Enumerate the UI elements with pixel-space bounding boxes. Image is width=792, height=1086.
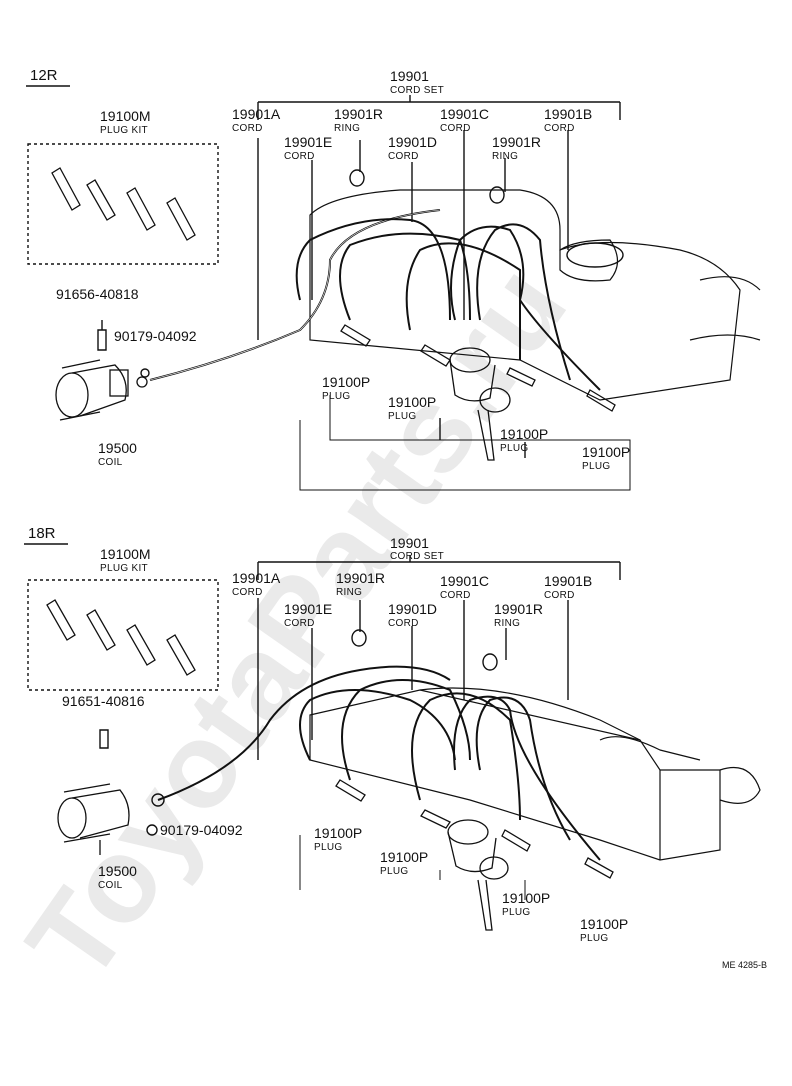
cord-e-text-12r: CORD (284, 151, 315, 162)
coil-num-12r: 19500 (98, 440, 137, 456)
cord-set-text-18r: CORD SET (390, 551, 444, 562)
ring2-text-12r: RING (492, 151, 518, 162)
cord-e-num-18r: 19901E (284, 601, 332, 617)
plug3-num-18r: 19100P (502, 890, 550, 906)
nut-num-18r: 90179-04092 (160, 822, 243, 838)
coil-text-12r: COIL (98, 457, 123, 468)
coil-num-18r: 19500 (98, 863, 137, 879)
section-title-12r: 12R (30, 67, 58, 84)
cord-c-num-18r: 19901C (440, 573, 489, 589)
plug1-text-12r: PLUG (322, 391, 350, 402)
section-12r-labels: 19901 CORD SET 19901A CORD 19901R RING 1… (56, 68, 630, 472)
plug2-text-12r: PLUG (388, 411, 416, 422)
cord-d-text-18r: CORD (388, 618, 419, 629)
plug-kit-text-18r: PLUG KIT (100, 563, 148, 574)
cord-set-num-12r: 19901 (390, 68, 429, 84)
section-18r: 18R (24, 525, 761, 931)
cord-a-text-12r: CORD (232, 123, 263, 134)
cord-b-text-12r: CORD (544, 123, 575, 134)
plug1-num-18r: 19100P (314, 825, 362, 841)
ring1-num-12r: 19901R (334, 106, 383, 122)
cord-d-num-18r: 19901D (388, 601, 437, 617)
cord-c-text-12r: CORD (440, 123, 471, 134)
cord-a-num-18r: 19901A (232, 570, 281, 586)
cord-set-num-18r: 19901 (390, 535, 429, 551)
plug-kit-num-12r: 19100M (100, 108, 151, 124)
plug4-text-12r: PLUG (582, 461, 610, 472)
ring1-text-12r: RING (334, 123, 360, 134)
plug4-text-18r: PLUG (580, 933, 608, 944)
plug2-num-12r: 19100P (388, 394, 436, 410)
plug3-text-12r: PLUG (500, 443, 528, 454)
cord-set-text-12r: CORD SET (390, 85, 444, 96)
plug-kit-num-18r: 19100M (100, 546, 151, 562)
bolt-num-18r: 91651-40816 (62, 693, 145, 709)
nut-num-12r: 90179-04092 (114, 328, 197, 344)
ring2-num-18r: 19901R (494, 601, 543, 617)
ring1-text-18r: RING (336, 587, 362, 598)
plug-kit-text-12r: PLUG KIT (100, 125, 148, 136)
cord-e-text-18r: CORD (284, 618, 315, 629)
cord-d-num-12r: 19901D (388, 134, 437, 150)
ring1-num-18r: 19901R (336, 570, 385, 586)
section-title-18r: 18R (28, 525, 56, 542)
cord-b-num-12r: 19901B (544, 106, 592, 122)
doc-code: ME 4285-B (722, 960, 767, 970)
plug2-num-18r: 19100P (380, 849, 428, 865)
plug4-num-18r: 19100P (580, 916, 628, 932)
cord-b-text-18r: CORD (544, 590, 575, 601)
cord-b-num-18r: 19901B (544, 573, 592, 589)
cord-a-text-18r: CORD (232, 587, 263, 598)
plug3-text-18r: PLUG (502, 907, 530, 918)
cord-c-text-18r: CORD (440, 590, 471, 601)
plug4-num-12r: 19100P (582, 444, 630, 460)
plug3-num-12r: 19100P (500, 426, 548, 442)
ring2-num-12r: 19901R (492, 134, 541, 150)
section-18r-labels: 19901 CORD SET 19901A CORD 19901R RING 1… (62, 535, 767, 970)
section-12r: 12R (26, 67, 761, 491)
plug1-text-18r: PLUG (314, 842, 342, 853)
coil-text-18r: COIL (98, 880, 123, 891)
plug2-text-18r: PLUG (380, 866, 408, 877)
cord-c-num-12r: 19901C (440, 106, 489, 122)
plug1-num-12r: 19100P (322, 374, 370, 390)
ring2-text-18r: RING (494, 618, 520, 629)
cord-e-num-12r: 19901E (284, 134, 332, 150)
cord-a-num-12r: 19901A (232, 106, 281, 122)
cord-d-text-12r: CORD (388, 151, 419, 162)
bolt-num-12r: 91656-40818 (56, 286, 139, 302)
